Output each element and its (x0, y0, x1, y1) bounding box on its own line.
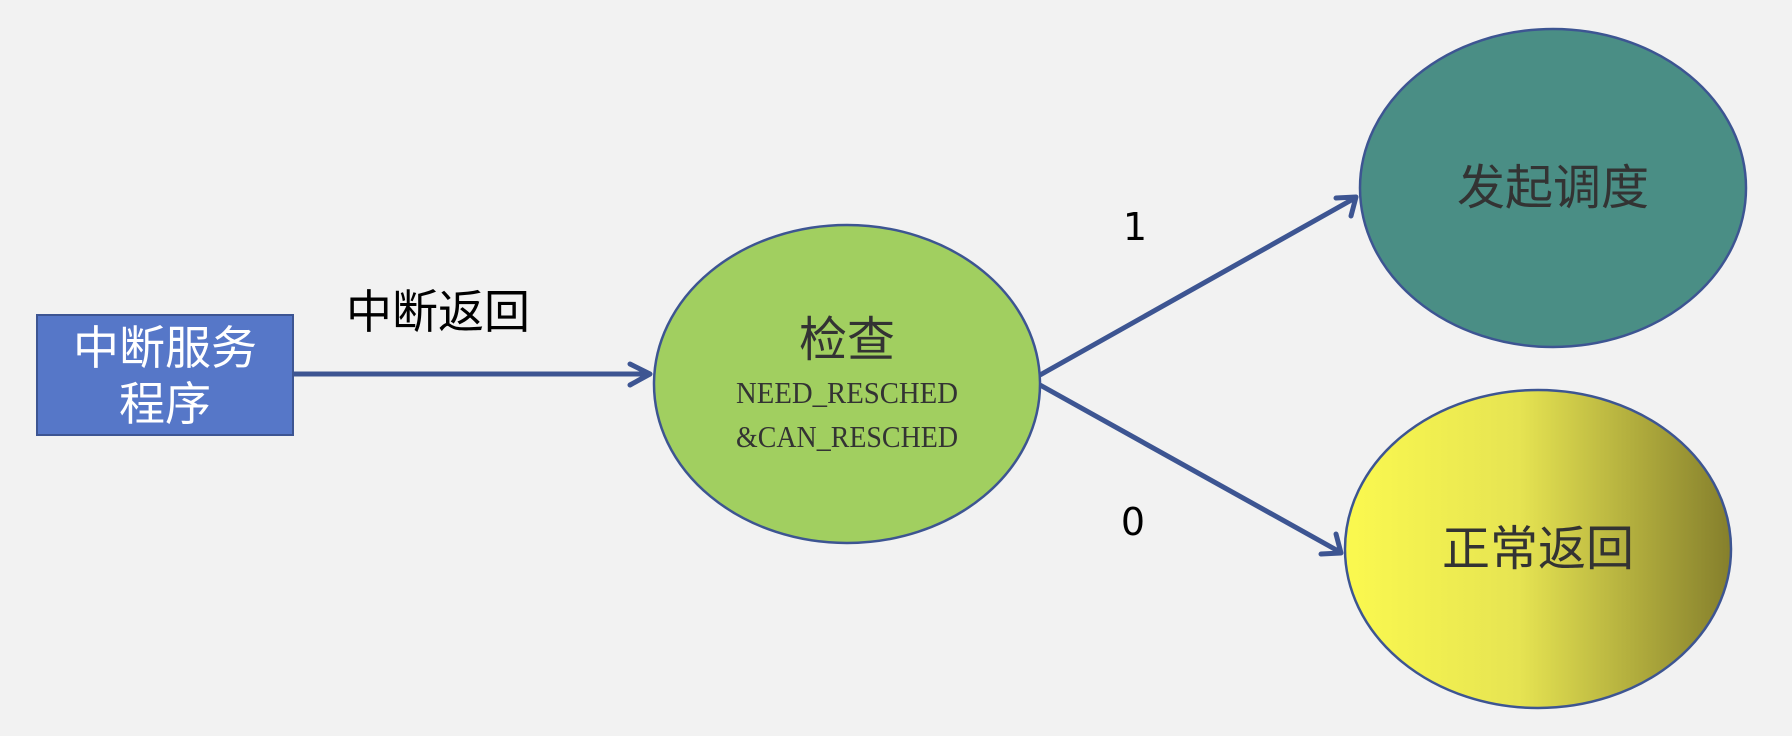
arrowhead-icon (1318, 531, 1344, 557)
edge-label-interrupt-return: 中断返回 (346, 285, 530, 339)
edge-check-to-schedule (1038, 194, 1359, 378)
node-check: 检查 NEED_RESCHED &CAN_RESCHED (652, 223, 1042, 545)
schedule-ellipse (1358, 27, 1748, 349)
edge-label-one: 1 (1123, 205, 1147, 249)
normal-return-label: 正常返回 (1442, 521, 1634, 577)
node-normal-return: 正常返回 (1343, 388, 1733, 710)
node-interrupt-service-routine: 中断服务 程序 (36, 314, 294, 436)
normal-return-ellipse (1343, 388, 1733, 710)
check-flag-need-resched: NEED_RESCHED (736, 375, 958, 410)
isr-label-line2: 程序 (119, 377, 211, 431)
node-initiate-schedule: 发起调度 (1358, 27, 1748, 349)
check-flag-can-resched: &CAN_RESCHED (736, 419, 958, 454)
edge-check-to-return (1038, 382, 1344, 557)
check-ellipse (652, 223, 1042, 545)
schedule-label: 发起调度 (1457, 160, 1649, 216)
edge-line (1038, 195, 1357, 378)
arrowhead-icon (627, 361, 653, 388)
isr-box (36, 314, 294, 436)
edge-isr-to-check (292, 361, 653, 388)
arrowhead-icon (1333, 194, 1359, 219)
edge-line (1038, 382, 1342, 555)
isr-label-line1: 中断服务 (73, 321, 257, 375)
check-title: 检查 (799, 312, 895, 368)
edge-label-zero: 0 (1121, 500, 1145, 544)
